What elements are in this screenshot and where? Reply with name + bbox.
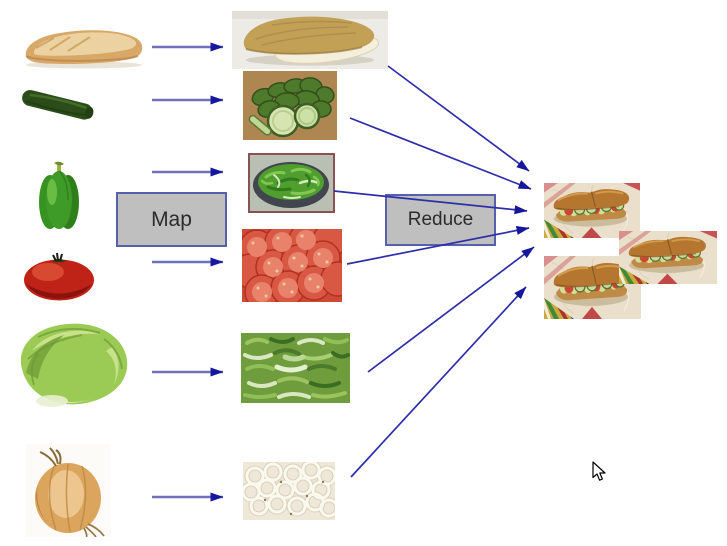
sub-sandwich-icon — [619, 231, 717, 284]
map-box-label: Map — [151, 207, 192, 231]
arrow-reduce-lettuce — [367, 246, 535, 373]
tomato-image — [22, 251, 96, 301]
sliced-bread-roll-image — [232, 11, 388, 69]
onion-icon — [26, 444, 111, 537]
arrow-reduce-bread — [387, 65, 530, 172]
sub-sandwich-image-2 — [619, 231, 717, 284]
reduce-box: Reduce — [385, 194, 496, 246]
sliced-onions-image — [243, 462, 335, 520]
sliced-bread-roll-icon — [232, 11, 388, 69]
cucumber-image — [18, 86, 98, 129]
arrow-reduce-onion — [350, 286, 527, 478]
shredded-lettuce-icon — [241, 333, 350, 403]
sub-sandwich-icon — [544, 183, 640, 238]
shredded-lettuce-image — [241, 333, 350, 403]
onion-image — [26, 444, 111, 537]
bread-loaf-icon — [25, 30, 143, 69]
map-box: Map — [116, 192, 227, 247]
green-pepper-image — [38, 160, 80, 233]
tomato-icon — [24, 252, 94, 301]
chopped-green-pepper-icon — [248, 153, 335, 213]
reduce-box-label: Reduce — [407, 209, 474, 230]
tomato-slices-icon — [242, 229, 342, 302]
lettuce-image — [8, 311, 134, 410]
bread-loaf-image — [20, 24, 148, 69]
cucumber-slices-image — [243, 71, 337, 140]
lettuce-icon — [20, 323, 128, 407]
chopped-green-pepper-image — [248, 153, 335, 213]
sliced-onions-icon — [243, 462, 335, 520]
sub-sandwich-image-1 — [544, 183, 640, 238]
cucumber-icon — [22, 90, 94, 120]
green-pepper-icon — [39, 161, 79, 229]
arrow-reduce-cucumber — [349, 117, 532, 190]
cucumber-slices-icon — [243, 71, 337, 140]
tomato-slices-image — [242, 229, 342, 302]
mouse-cursor-icon — [592, 461, 606, 481]
